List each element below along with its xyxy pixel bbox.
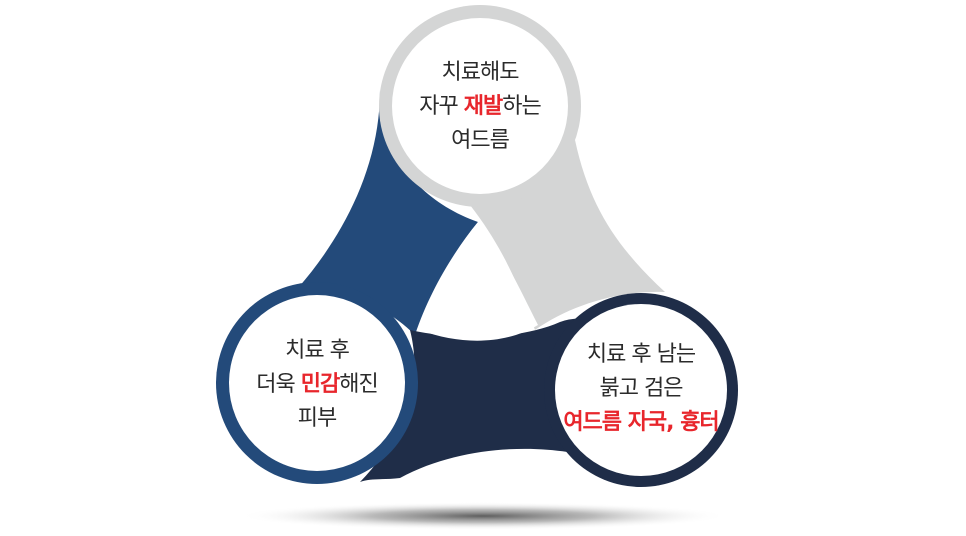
left-circle-fill (229, 295, 405, 471)
left-node-label: 치료 후 더욱 민감해진 피부 (229, 334, 405, 436)
right-node-label: 치료 후 남는 붉고 검은 여드름 자국, 흉터 (548, 338, 734, 440)
label-text: 치료 후 (285, 338, 350, 363)
right-node-line-2: 붉고 검은 (548, 372, 734, 406)
highlight-text: 여드름 자국, 흉터 (563, 410, 719, 435)
label-text: 해진 (339, 372, 378, 397)
top-circle-fill (392, 18, 568, 194)
label-text: 치료 후 남는 (586, 342, 696, 367)
top-node-line-2: 자꾸 재발하는 (392, 90, 568, 124)
label-text: 치료해도 (441, 60, 520, 85)
highlight-text: 재발 (463, 94, 503, 119)
right-node-line-3: 여드름 자국, 흉터 (548, 406, 734, 440)
right-circle-fill (555, 304, 727, 476)
left-node-line-2: 더욱 민감해진 (229, 368, 405, 402)
blue-ribbon (298, 90, 478, 335)
top-node-label: 치료해도 자꾸 재발하는 여드름 (392, 56, 568, 158)
top-node-line-1: 치료해도 (392, 56, 568, 90)
right-node-line-1: 치료 후 남는 (548, 338, 734, 372)
left-node-line-1: 치료 후 (229, 334, 405, 368)
label-text: 피부 (297, 406, 337, 431)
label-text: 더욱 (256, 372, 301, 397)
floor-shadow (238, 502, 728, 530)
label-text: 여드름 (451, 128, 510, 153)
label-text: 하는 (502, 94, 541, 119)
left-node-line-3: 피부 (229, 402, 405, 436)
navy-ribbon (360, 318, 600, 482)
label-text: 자꾸 (419, 94, 464, 119)
label-text: 붉고 검은 (599, 376, 684, 401)
top-node-line-3: 여드름 (392, 124, 568, 158)
highlight-text: 민감 (300, 372, 340, 397)
center-cutout (420, 222, 538, 341)
